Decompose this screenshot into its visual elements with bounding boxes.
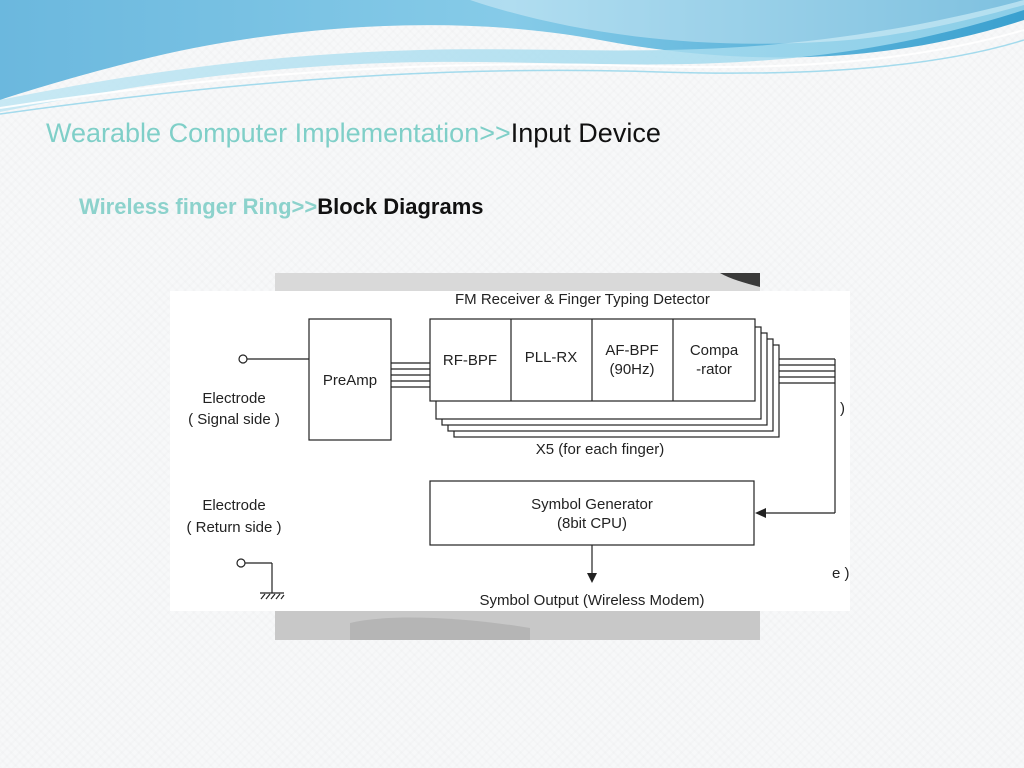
block-diagram-figure: FM Receiver & Finger Typing Detector Ele… bbox=[170, 273, 855, 640]
title-main: Input Device bbox=[510, 118, 661, 148]
af-bpf-label-line2: (90Hz) bbox=[609, 361, 654, 378]
comparator-label-line1: Compa bbox=[690, 342, 739, 359]
partial-label-right-1: ) bbox=[840, 400, 845, 417]
electrode-signal-label-line2: ( Signal side ) bbox=[188, 411, 280, 428]
symbol-generator-label-line1: Symbol Generator bbox=[531, 496, 653, 513]
symbol-output-label: Symbol Output (Wireless Modem) bbox=[479, 592, 704, 609]
block-diagram-svg: FM Receiver & Finger Typing Detector Ele… bbox=[170, 273, 850, 640]
slide-title: Wearable Computer Implementation>>Input … bbox=[46, 118, 661, 149]
electrode-signal-label-line1: Electrode bbox=[202, 390, 265, 407]
partial-label-right-2: e ) bbox=[832, 565, 850, 582]
preamp-label: PreAmp bbox=[323, 372, 377, 389]
fm-receiver-group-label: FM Receiver & Finger Typing Detector bbox=[455, 291, 710, 308]
repeat-label: X5 (for each finger) bbox=[536, 441, 664, 458]
header-wave-decoration bbox=[0, 0, 1024, 115]
symbol-generator-label-line2: (8bit CPU) bbox=[557, 515, 627, 532]
slide-subtitle: Wireless finger Ring>>Block Diagrams bbox=[79, 194, 484, 220]
electrode-return-label-line2: ( Return side ) bbox=[186, 519, 281, 536]
title-prefix: Wearable Computer Implementation>> bbox=[46, 118, 511, 148]
comparator-label-line2: -rator bbox=[696, 361, 732, 378]
electrode-return-label-line1: Electrode bbox=[202, 497, 265, 514]
subtitle-prefix: Wireless finger Ring>> bbox=[79, 194, 318, 219]
af-bpf-label-line1: AF-BPF bbox=[605, 342, 658, 359]
pll-rx-label: PLL-RX bbox=[525, 349, 578, 366]
subtitle-main: Block Diagrams bbox=[317, 194, 484, 219]
rf-bpf-label: RF-BPF bbox=[443, 352, 497, 369]
